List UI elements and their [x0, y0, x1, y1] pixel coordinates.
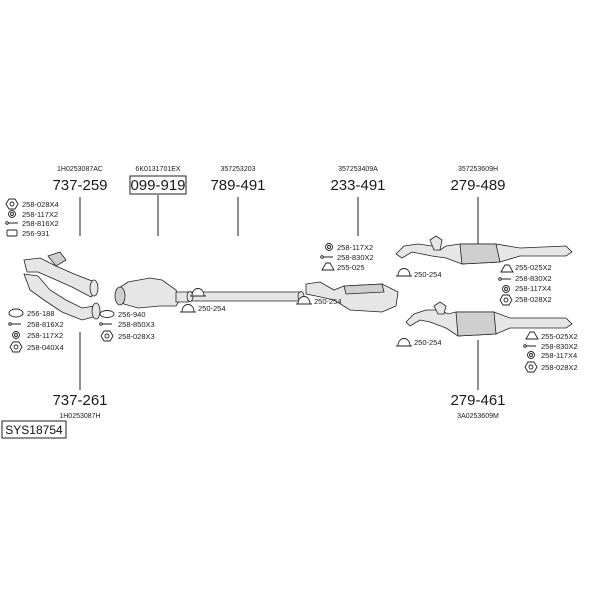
part-233-491[interactable]: 357253409A 233-491	[330, 166, 385, 194]
hardware-item: 258-117X2	[27, 331, 63, 340]
hardware-item: 256-931	[22, 229, 50, 238]
hardware-group-9b: 250-254	[396, 338, 442, 347]
hardware-item: 250-254	[314, 297, 342, 306]
part-number: 099-919	[130, 177, 185, 194]
hardware-item: 258-028X3	[118, 332, 155, 341]
hardware-item: 258-816X2	[27, 320, 64, 329]
oem-code: 1H0253087AC	[57, 166, 103, 173]
hardware-group-5: 250-254	[190, 288, 206, 297]
hardware-item: 258-117X4	[515, 284, 551, 293]
hanger-icon	[321, 262, 335, 271]
gasket-icon	[6, 229, 18, 237]
hardware-item: 258-850X3	[118, 320, 155, 329]
oem-code: 1H0253087H	[59, 413, 100, 420]
part-number: 737-259	[52, 177, 107, 194]
hardware-item: 258-117X4	[541, 351, 577, 360]
hardware-item: 250-254	[414, 338, 442, 347]
hardware-item: 250-254	[414, 270, 442, 279]
rear-silencer-lower-drawing[interactable]	[405, 301, 573, 337]
hardware-group-3: 256-940 258-850X3 258-028X3	[99, 310, 155, 342]
hardware-item: 258-028X2	[541, 363, 578, 372]
part-number: 279-489	[450, 177, 505, 194]
part-737-259[interactable]: 1H0253087AC 737-259	[52, 166, 107, 194]
clamp-icon	[397, 268, 411, 277]
hardware-item: 258-028X2	[515, 295, 552, 304]
part-099-919[interactable]: 6K0131701EX 099-919	[129, 166, 187, 195]
clamp-icon	[191, 288, 205, 297]
hardware-group-8: 255-025X2 258-830X2 258-117X4 258-028X2	[498, 263, 552, 306]
hardware-item: 258-830X2	[541, 342, 578, 351]
part-number: 279-461	[450, 392, 505, 409]
part-number: 233-491	[330, 177, 385, 194]
hardware-item: 258-816X2	[22, 219, 59, 228]
hardware-item: 258-830X2	[337, 253, 374, 262]
hardware-item: 258-830X2	[515, 274, 552, 283]
centre-silencer-drawing[interactable]	[305, 281, 399, 313]
hardware-item: 256-188	[27, 309, 55, 318]
hardware-group-2: 256-188 258-816X2 258-117X2 258-040X4	[8, 308, 64, 353]
part-737-261[interactable]: 737-261 1H0253087H	[52, 392, 107, 420]
system-code-label: SYS18754	[1, 420, 67, 439]
hardware-item: 256-940	[118, 310, 146, 319]
part-279-489[interactable]: 357253609H 279-489	[450, 166, 505, 194]
oem-code: 357253609H	[458, 166, 498, 173]
highlight-box	[129, 175, 187, 195]
catalytic-converter-drawing[interactable]	[114, 277, 189, 309]
hardware-item: 255-025X2	[541, 332, 578, 341]
part-number: 737-261	[52, 392, 107, 409]
hardware-group-1: 258-028X4 258-117X2 258-816X2 256-931	[5, 198, 59, 238]
system-code-box	[1, 420, 67, 439]
hardware-item: 250-254	[198, 304, 226, 313]
hanger-icon	[525, 331, 539, 340]
hardware-item: 258-040X4	[27, 343, 64, 352]
rear-silencer-upper-drawing[interactable]	[395, 235, 573, 265]
hardware-item: 255-025X2	[515, 263, 552, 272]
hardware-item: 255-025	[337, 263, 365, 272]
hanger-icon	[500, 264, 514, 273]
oem-code: 357253409A	[338, 166, 378, 173]
part-279-461[interactable]: 279-461 3A0253609M	[450, 392, 505, 420]
part-number: 789-491	[210, 177, 265, 194]
hardware-group-9: 250-254	[396, 268, 442, 279]
clamp-icon	[397, 338, 411, 347]
oem-code: 6K0131701EX	[135, 166, 180, 173]
part-789-491[interactable]: 357253203 789-491	[210, 166, 265, 194]
front-pipe-737-259-drawing[interactable]	[23, 251, 99, 298]
gasket-icon	[99, 310, 115, 318]
oem-code: 3A0253609M	[457, 413, 499, 420]
system-code: SYS18754	[5, 423, 63, 437]
hardware-group-4: 250-254	[180, 304, 226, 313]
hardware-group-7: 250-254	[296, 296, 342, 306]
gasket-icon	[8, 308, 24, 318]
clamp-icon	[181, 304, 195, 313]
hardware-group-6: 258-117X2 258-830X2 255-025	[320, 243, 374, 272]
hardware-item: 258-117X2	[337, 243, 373, 252]
hardware-item: 258-117X2	[22, 210, 58, 219]
front-pipe-737-261-drawing[interactable]	[23, 273, 101, 321]
oem-code: 357253203	[220, 166, 255, 173]
hardware-item: 258-028X4	[22, 200, 59, 209]
hardware-group-10: 255-025X2 258-830X2 258-117X4 258-028X2	[523, 331, 578, 373]
